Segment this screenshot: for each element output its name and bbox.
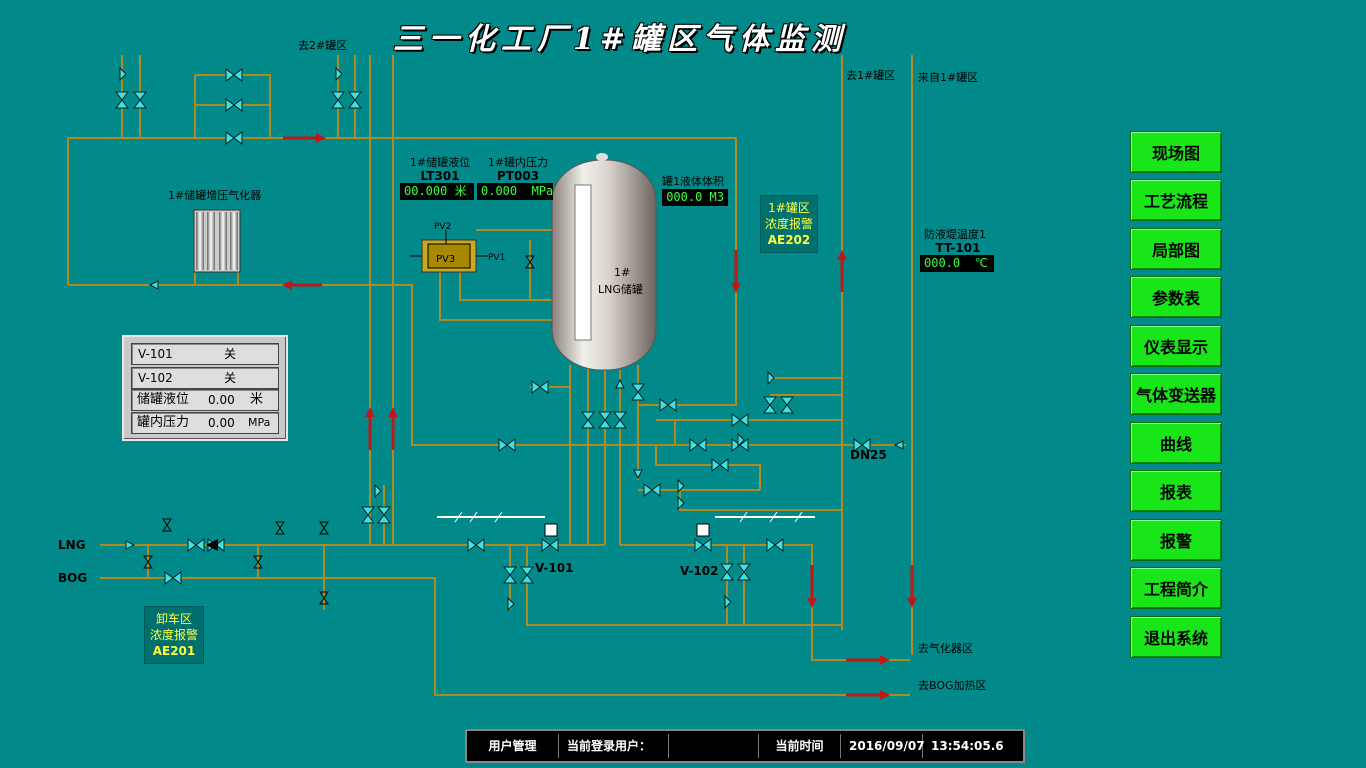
label-v102[interactable]: V-102 [680, 564, 719, 578]
nav-partial-view-button[interactable]: 局部图 [1130, 228, 1222, 270]
status-panel: V-101 关 V-102 关 储罐液位 0.00 米 罐内压力 0.00 MP… [122, 335, 288, 441]
nav-gas-transmitter-button[interactable]: 气体变送器 [1130, 373, 1222, 415]
nav-curve-button[interactable]: 曲线 [1130, 422, 1222, 464]
volume-readout[interactable]: 000.0 M3 [662, 189, 728, 206]
alarm-ae201-line2: 浓度报警 [149, 628, 198, 642]
label-to-vaporizer-area: 去气化器区 [918, 642, 973, 655]
alarm-ae201[interactable]: 卸车区 浓度报警 AE201 [144, 606, 204, 664]
level-name: 1#储罐液位 [409, 156, 471, 169]
user-management-button[interactable]: 用户管理 [467, 734, 559, 758]
alarm-ae201-line1: 卸车区 [155, 612, 192, 626]
nav-instrument-display-button[interactable]: 仪表显示 [1130, 325, 1222, 367]
current-user-value [669, 734, 759, 758]
nav-site-map-button[interactable]: 现场图 [1130, 131, 1222, 173]
page-title: 三一化工厂1#罐区气体监测 [392, 22, 847, 57]
temp-tag: TT-101 [935, 241, 981, 255]
current-date: 2016/09/07 [841, 734, 925, 758]
nav-alarm-button[interactable]: 报警 [1130, 519, 1222, 561]
alarm-ae202-line2: 浓度报警 [764, 217, 813, 231]
status-row-level: 储罐液位 0.00 米 [131, 389, 279, 411]
temp-name: 防液堤温度1 [924, 228, 986, 241]
nav-project-intro-button[interactable]: 工程简介 [1130, 567, 1222, 609]
current-user-label: 当前登录用户： [559, 734, 669, 758]
label-v101[interactable]: V-101 [535, 561, 574, 575]
label-pv1: PV1 [488, 253, 506, 263]
label-bog-line: BOG [58, 571, 88, 585]
label-vaporizer: 1#储罐增压气化器 [168, 189, 262, 202]
pressure-readout[interactable]: 0.000 MPa [477, 183, 553, 200]
alarm-ae201-tag: AE201 [152, 644, 196, 658]
alarm-ae202-tag: AE202 [767, 233, 811, 247]
level-readout[interactable]: 00.000 米 [400, 183, 474, 200]
label-to-tank1: 去1#罐区 [846, 69, 896, 82]
label-from-tank1: 来自1#罐区 [918, 71, 979, 84]
nav-report-button[interactable]: 报表 [1130, 470, 1222, 512]
status-row-pressure: 罐内压力 0.00 MPa [131, 412, 279, 434]
label-pv2: PV2 [434, 222, 452, 232]
status-row-v102: V-102 关 [131, 367, 279, 389]
lng-tank [551, 153, 657, 371]
alarm-ae202[interactable]: 1#罐区 浓度报警 AE202 [760, 195, 818, 253]
current-time-label: 当前时间 [759, 734, 841, 758]
nav-process-flow-button[interactable]: 工艺流程 [1130, 179, 1222, 221]
current-time: 13:54:05.6 [931, 739, 1004, 753]
nav-parameter-table-button[interactable]: 参数表 [1130, 276, 1222, 318]
label-to-tank2: 去2#罐区 [298, 39, 348, 52]
alarm-ae202-line1: 1#罐区 [768, 201, 810, 215]
tank-label-number: 1# [614, 266, 631, 279]
label-pv3[interactable]: PV3 [436, 254, 456, 265]
level-tag: LT301 [420, 169, 460, 183]
vaporizer [193, 209, 241, 273]
label-to-bog-heater: 去BOG加热区 [918, 679, 987, 692]
footer-status-bar: 用户管理 当前登录用户： 当前时间 2016/09/07 13:54:05.6 [465, 729, 1025, 763]
volume-name: 罐1液体体积 [662, 175, 724, 188]
nav-exit-button[interactable]: 退出系统 [1130, 616, 1222, 658]
pressure-tag: PT003 [496, 169, 540, 183]
pressure-name: 1#罐内压力 [487, 156, 549, 169]
label-lng-line: LNG [58, 538, 86, 552]
label-dn25: DN25 [850, 448, 887, 462]
tank-label-name: LNG储罐 [598, 283, 643, 296]
temp-readout[interactable]: 000.0 ℃ [920, 255, 994, 272]
status-row-v101: V-101 关 [131, 343, 279, 365]
